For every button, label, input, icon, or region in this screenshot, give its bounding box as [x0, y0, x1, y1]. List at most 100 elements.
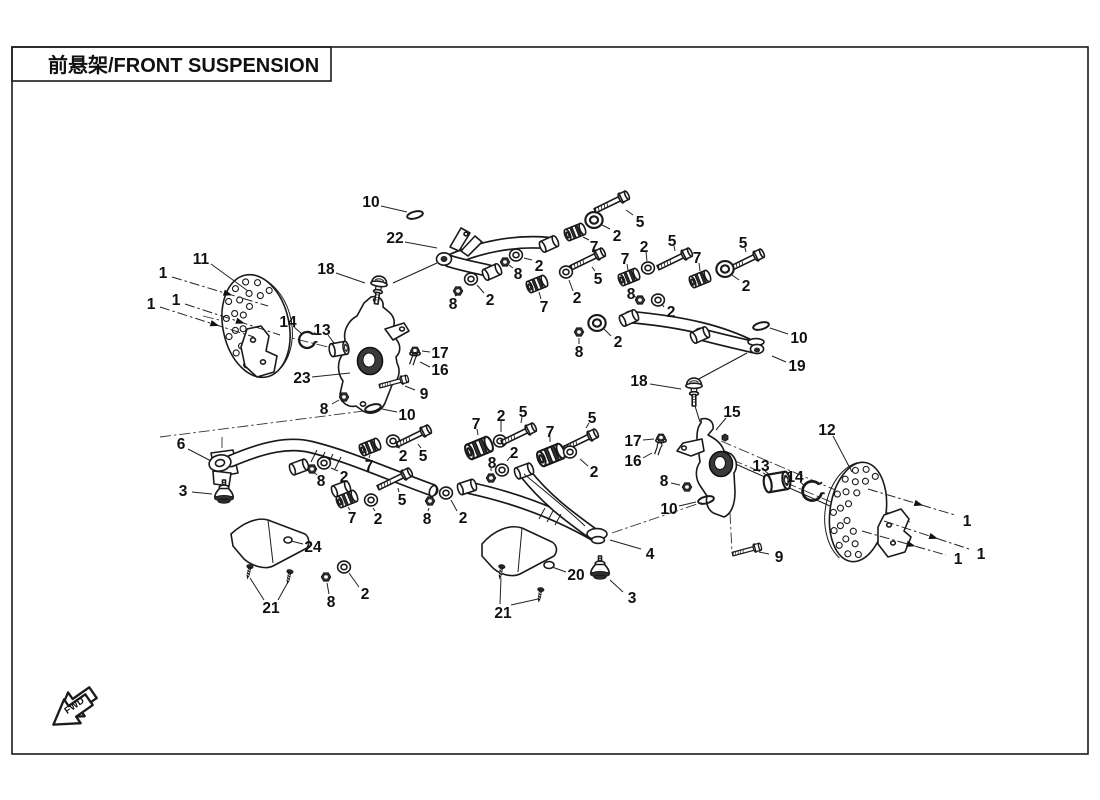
part-number: 1 — [963, 513, 972, 530]
part-number: 2 — [614, 334, 623, 351]
nut-icon — [485, 473, 497, 483]
callout-4: 4 — [609, 539, 655, 563]
part-number: 8 — [423, 511, 432, 528]
part-number: 2 — [535, 258, 544, 275]
part-number: 13 — [313, 322, 331, 339]
lower-control-arm-left — [208, 438, 439, 499]
part-number: 14 — [279, 314, 297, 331]
part-number: 6 — [177, 436, 186, 453]
washer-icon — [584, 210, 604, 230]
part-number: 5 — [739, 235, 748, 252]
callout-2: 2 — [584, 210, 621, 245]
page-title: 前悬架/FRONT SUSPENSION — [48, 53, 319, 77]
callout-9: 9 — [377, 373, 429, 403]
callout-2: 2 — [558, 265, 581, 307]
callout-10: 10 — [751, 319, 808, 347]
callout-18: 18 — [317, 261, 390, 306]
callout-5: 5 — [498, 404, 539, 449]
part-number: 20 — [567, 567, 584, 584]
part-number: 2 — [340, 469, 349, 486]
callout-5: 5 — [726, 235, 767, 275]
part-number: 3 — [179, 483, 188, 500]
steering-knuckle-right — [676, 417, 738, 518]
callout-9: 9 — [730, 541, 784, 566]
callout-5: 5 — [654, 233, 695, 274]
callout-10: 10 — [362, 194, 425, 222]
washer-icon — [494, 463, 510, 477]
callout-22: 22 — [386, 230, 438, 249]
callout-2: 2 — [562, 445, 598, 481]
bushing-icon — [357, 436, 383, 458]
callout-17: 17 — [408, 345, 449, 362]
callout-19: 19 — [771, 355, 806, 375]
part-number: 4 — [646, 546, 655, 563]
bolt-icon — [591, 188, 632, 217]
part-number: 2 — [361, 586, 370, 603]
part-number: 5 — [636, 214, 645, 231]
part-number: 21 — [494, 605, 512, 622]
callout-3: 3 — [589, 555, 637, 607]
nutlock-icon — [654, 433, 668, 444]
callout-8: 8 — [423, 496, 436, 528]
pin-icon — [653, 441, 664, 457]
part-number: 1 — [954, 551, 963, 568]
nut-icon — [338, 392, 350, 402]
callout-7: 7 — [334, 488, 360, 527]
callout-24: 24 — [290, 539, 322, 556]
nut-icon — [634, 295, 646, 305]
lower-control-arm-right — [455, 461, 608, 545]
part-number: 5 — [519, 404, 528, 421]
callout-7: 7 — [562, 221, 598, 256]
washer-icon — [336, 560, 352, 574]
part-number: 2 — [510, 445, 519, 462]
callout-16: 16 — [408, 351, 449, 379]
callout-7: 7 — [524, 273, 550, 316]
callout-15: 15 — [715, 404, 741, 431]
callout-2: 2 — [492, 408, 508, 448]
part-number: 14 — [786, 469, 804, 486]
oring-icon — [405, 208, 425, 222]
washer-icon — [438, 486, 454, 500]
upper-control-arm-right — [617, 308, 765, 355]
mud-guard-left — [230, 518, 310, 569]
washer-icon — [508, 248, 524, 262]
part-number: 1 — [172, 292, 181, 309]
nut-icon — [424, 496, 436, 506]
callout-1: 1 — [867, 488, 972, 530]
washer-icon — [640, 261, 656, 275]
bushing-icon — [616, 266, 642, 288]
part-number: 2 — [374, 511, 383, 528]
callout-13: 13 — [752, 458, 793, 495]
callout-2: 2 — [587, 313, 623, 351]
callout-2: 2 — [715, 259, 750, 295]
callout-8: 8 — [320, 392, 350, 418]
part-number: 5 — [594, 271, 603, 288]
part-number: 8 — [660, 473, 669, 490]
callout-2: 2 — [363, 493, 383, 528]
part-number: 5 — [398, 492, 407, 509]
callout-3: 3 — [179, 479, 235, 505]
washer-icon — [363, 493, 379, 507]
part-number: 18 — [317, 261, 335, 278]
callout-5: 5 — [393, 422, 434, 465]
part-number: 7 — [348, 510, 357, 527]
upper-control-arm-left — [435, 227, 561, 282]
nut-icon — [573, 327, 585, 337]
part-number: 7 — [365, 458, 374, 475]
callout-5: 5 — [560, 410, 601, 455]
callout-2: 2 — [316, 456, 349, 486]
callout-14: 14 — [279, 314, 319, 350]
callout-2: 2 — [640, 239, 656, 275]
callout-8: 8 — [320, 572, 336, 611]
washer-icon — [715, 259, 735, 279]
callout-7: 7 — [616, 251, 642, 288]
part-number: 17 — [624, 433, 641, 450]
callout-7: 7 — [462, 416, 496, 462]
part-number: 12 — [818, 422, 835, 439]
callout-1: 1 — [159, 265, 269, 307]
title-box — [11, 46, 332, 82]
part-number: 17 — [431, 345, 448, 362]
